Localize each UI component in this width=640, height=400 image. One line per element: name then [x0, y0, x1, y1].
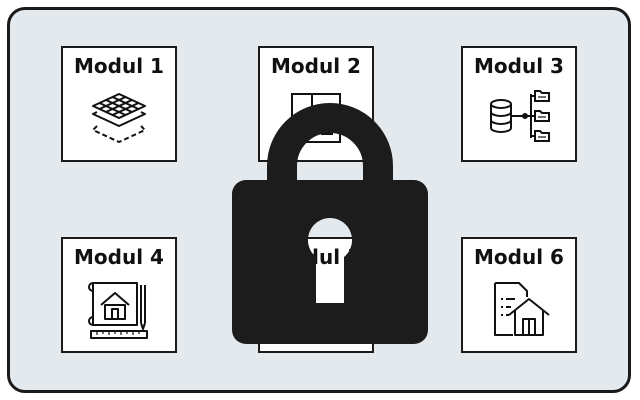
module-label: Modul 4 — [74, 245, 164, 269]
module-label: Modul 6 — [474, 245, 564, 269]
module-tile-3[interactable]: Modul 3 — [461, 46, 577, 162]
module-tile-1[interactable]: Modul 1 — [61, 46, 177, 162]
layers-grid-icon — [87, 86, 151, 150]
database-tree-icon — [487, 86, 551, 150]
module-tile-4[interactable]: Modul 4 — [61, 237, 177, 353]
house-document-icon — [487, 277, 551, 341]
module-label: Modul 3 — [474, 54, 564, 78]
blueprint-house-icon — [87, 277, 151, 341]
module-label: Modul 1 — [74, 54, 164, 78]
padlock-icon — [230, 88, 430, 346]
module-label: Modul 2 — [271, 54, 361, 78]
module-panel: Modul 1 Modul 2 — [7, 7, 631, 393]
module-tile-6[interactable]: Modul 6 — [461, 237, 577, 353]
